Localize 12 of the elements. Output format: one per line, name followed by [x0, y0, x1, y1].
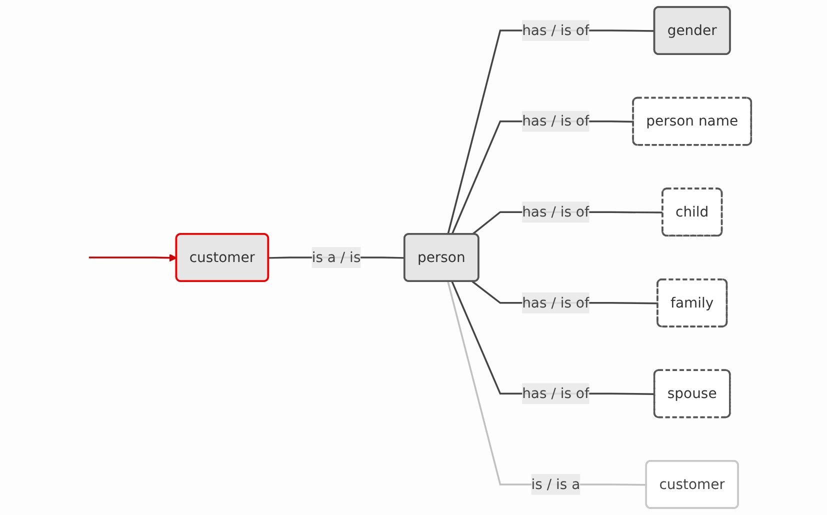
connector — [447, 30, 655, 235]
connector — [451, 281, 655, 395]
edge-label: has / is of — [522, 22, 590, 38]
edge-label: has / is of — [522, 384, 590, 402]
connector — [447, 281, 647, 486]
edge-label: has / is of — [522, 112, 590, 130]
edge-label: is / is a — [531, 476, 580, 492]
edge-label: is a / is — [312, 248, 361, 266]
edge-label: has / is of — [522, 294, 590, 311]
edge-label: has / is of — [522, 203, 590, 220]
arrow — [88, 254, 177, 262]
connector — [451, 120, 634, 235]
